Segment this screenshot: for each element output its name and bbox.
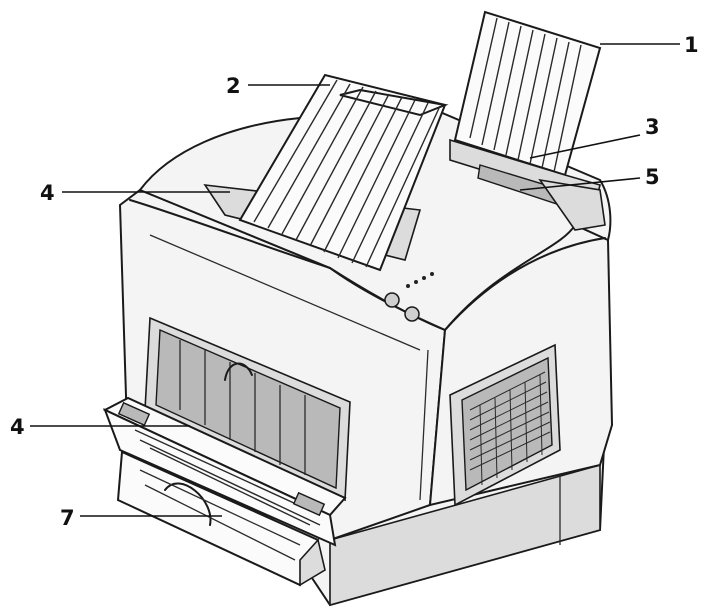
panel-button-bottom xyxy=(404,306,420,322)
callout-label-4: 4 xyxy=(40,181,55,205)
front-output-tray xyxy=(116,450,326,587)
callout-line-5 xyxy=(519,177,641,191)
callout-label-5: 5 xyxy=(645,165,660,189)
callout-label-1: 1 xyxy=(684,33,699,57)
feeder-ribs xyxy=(134,429,321,526)
multipurpose-feeder xyxy=(102,396,347,547)
callout-label-2: 2 xyxy=(226,74,241,98)
operator-panel xyxy=(384,272,434,322)
side-vent xyxy=(449,343,561,507)
callout-line-3 xyxy=(529,134,641,159)
panel-lights xyxy=(406,272,434,288)
callout-label-3: 3 xyxy=(645,115,660,139)
front-paper-support xyxy=(238,73,449,272)
callout-label-6: 4 xyxy=(10,415,25,439)
rear-paper-support xyxy=(453,10,602,177)
manual-feed-slot xyxy=(449,138,606,231)
panel-button-top xyxy=(384,292,400,308)
front-tray-opening xyxy=(144,316,351,502)
callout-label-7: 7 xyxy=(60,506,75,530)
